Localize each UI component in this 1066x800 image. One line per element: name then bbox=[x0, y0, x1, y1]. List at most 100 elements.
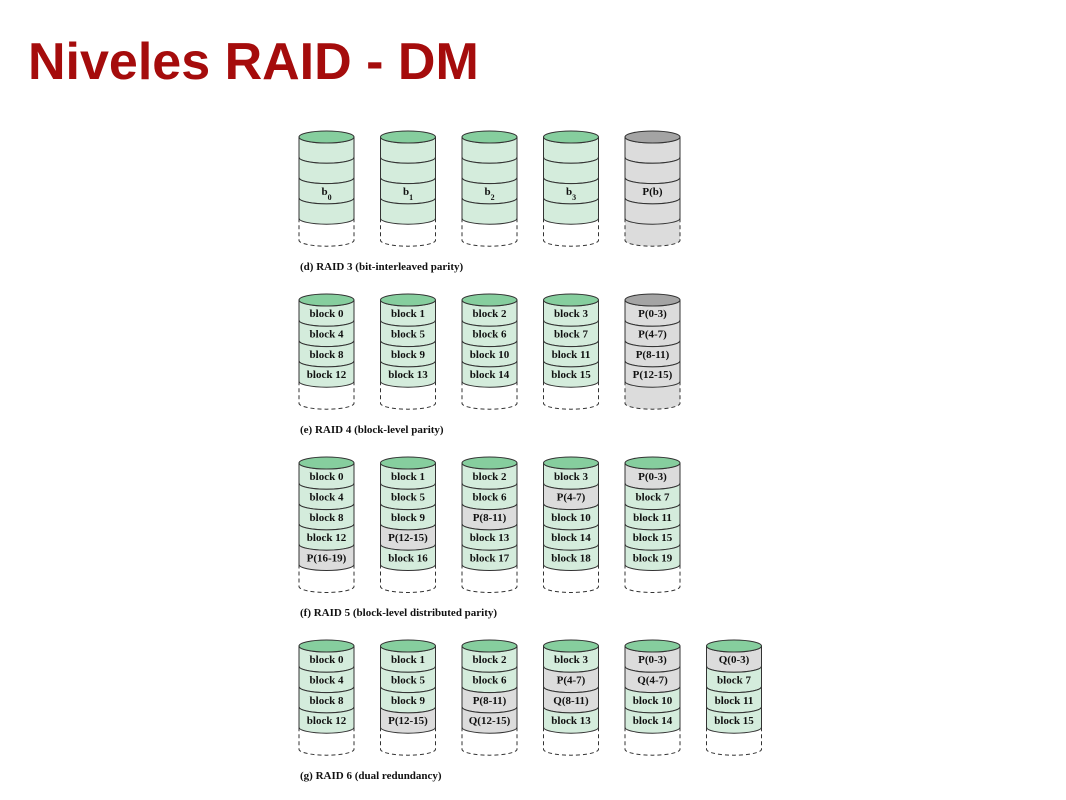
cell-label: block 8 bbox=[310, 349, 344, 361]
disk-dashed-extension bbox=[461, 381, 518, 410]
cell-label: P(b) bbox=[642, 186, 663, 198]
cell-label: P(4-7) bbox=[638, 328, 667, 340]
cell-label: block 15 bbox=[551, 369, 591, 381]
cell-label: P(16-19) bbox=[307, 552, 347, 564]
disk-0-4: P(b) bbox=[624, 130, 681, 247]
disk-dashed-extension bbox=[624, 218, 681, 247]
disk-dashed-extension bbox=[380, 381, 436, 410]
disk-dashed-extension bbox=[543, 381, 599, 410]
disk-cell bbox=[298, 360, 355, 388]
cell-label: P(8-11) bbox=[473, 695, 507, 707]
disk-cell bbox=[543, 197, 599, 225]
cell-label: block 7 bbox=[636, 491, 670, 503]
disk-top bbox=[461, 639, 518, 653]
disk-cell bbox=[298, 706, 355, 734]
disk-cell bbox=[706, 706, 762, 734]
cell-label: Q(8-11) bbox=[553, 695, 589, 707]
disk-top bbox=[706, 639, 762, 653]
disk-top bbox=[624, 456, 681, 470]
cell-label: block 5 bbox=[391, 674, 425, 686]
disk-cell bbox=[298, 197, 355, 225]
disk-top bbox=[298, 130, 355, 144]
cell-label: block 15 bbox=[714, 715, 754, 727]
cell-label: block 4 bbox=[310, 491, 344, 503]
disk-top bbox=[624, 639, 681, 653]
disk-dashed-extension bbox=[706, 727, 762, 756]
disk-cell bbox=[624, 197, 681, 225]
disk-top bbox=[380, 293, 436, 307]
cell-label: block 8 bbox=[310, 512, 344, 524]
disk-dashed-extension bbox=[543, 564, 599, 593]
disk-cell bbox=[624, 544, 681, 571]
cell-label: block 9 bbox=[391, 512, 425, 524]
disk-top bbox=[543, 293, 599, 307]
disk-top bbox=[380, 456, 436, 470]
disk-0-1: b1 bbox=[380, 130, 436, 247]
cell-label: block 4 bbox=[310, 328, 344, 340]
disk-top bbox=[461, 293, 518, 307]
cell-label: P(4-7) bbox=[557, 491, 586, 503]
disk-1-4: P(0-3)P(4-7)P(8-11)P(12-15) bbox=[624, 293, 681, 410]
cell-label: block 14 bbox=[633, 715, 673, 727]
cell-label: block 6 bbox=[473, 491, 507, 503]
cell-label: block 5 bbox=[391, 328, 425, 340]
cell-label: block 7 bbox=[554, 328, 588, 340]
disk-3-4: P(0-3) Q(4-7) block 10 block 14 bbox=[624, 639, 681, 756]
cell-label: block 0 bbox=[310, 308, 344, 320]
disk-top bbox=[380, 130, 436, 144]
disk-cell bbox=[298, 544, 355, 571]
disk-top bbox=[543, 456, 599, 470]
disk-cell bbox=[461, 197, 518, 225]
disk-top bbox=[298, 293, 355, 307]
disk-dashed-extension bbox=[298, 218, 355, 247]
cell-label: b3 bbox=[566, 186, 576, 202]
cell-label: P(12-15) bbox=[388, 715, 428, 727]
disk-dashed-extension bbox=[461, 564, 518, 593]
cell-label: block 10 bbox=[633, 695, 673, 707]
disk-0-0: b0 bbox=[298, 130, 355, 247]
cell-label: block 0 bbox=[310, 471, 344, 483]
cell-label: b1 bbox=[403, 186, 413, 202]
cell-label: Q(4-7) bbox=[637, 674, 668, 686]
disk-dashed-extension bbox=[461, 727, 518, 756]
cell-label: P(0-3) bbox=[638, 654, 667, 666]
disk-top bbox=[298, 639, 355, 653]
cell-label: block 14 bbox=[551, 532, 591, 544]
cell-label: block 14 bbox=[470, 369, 510, 381]
cell-label: block 16 bbox=[388, 552, 428, 564]
disk-dashed-extension bbox=[624, 727, 681, 756]
page-title: Niveles RAID - DM bbox=[28, 33, 479, 91]
cell-label: block 1 bbox=[391, 471, 425, 483]
disk-3-3: block 3P(4-7)Q(8-11)block 13 bbox=[543, 639, 599, 756]
disk-0-3: b3 bbox=[543, 130, 599, 247]
cell-label: block 1 bbox=[391, 308, 425, 320]
disk-cell bbox=[380, 544, 436, 571]
cell-label: block 7 bbox=[717, 674, 751, 686]
cell-label: P(4-7) bbox=[557, 674, 586, 686]
cell-label: Q(12-15) bbox=[469, 715, 511, 727]
disk-top bbox=[380, 639, 436, 653]
disk-dashed-extension bbox=[624, 381, 681, 410]
disk-top bbox=[543, 130, 599, 144]
disk-top bbox=[624, 130, 681, 144]
cell-label: block 1 bbox=[391, 654, 425, 666]
cell-label: block 3 bbox=[554, 308, 588, 320]
cell-label: block 8 bbox=[310, 695, 344, 707]
cell-label: P(12-15) bbox=[633, 369, 673, 381]
disk-cell bbox=[461, 706, 518, 734]
disk-dashed-extension bbox=[380, 564, 436, 593]
cell-label: block 3 bbox=[554, 654, 588, 666]
cell-label: block 12 bbox=[307, 715, 347, 727]
cell-label: block 5 bbox=[391, 491, 425, 503]
